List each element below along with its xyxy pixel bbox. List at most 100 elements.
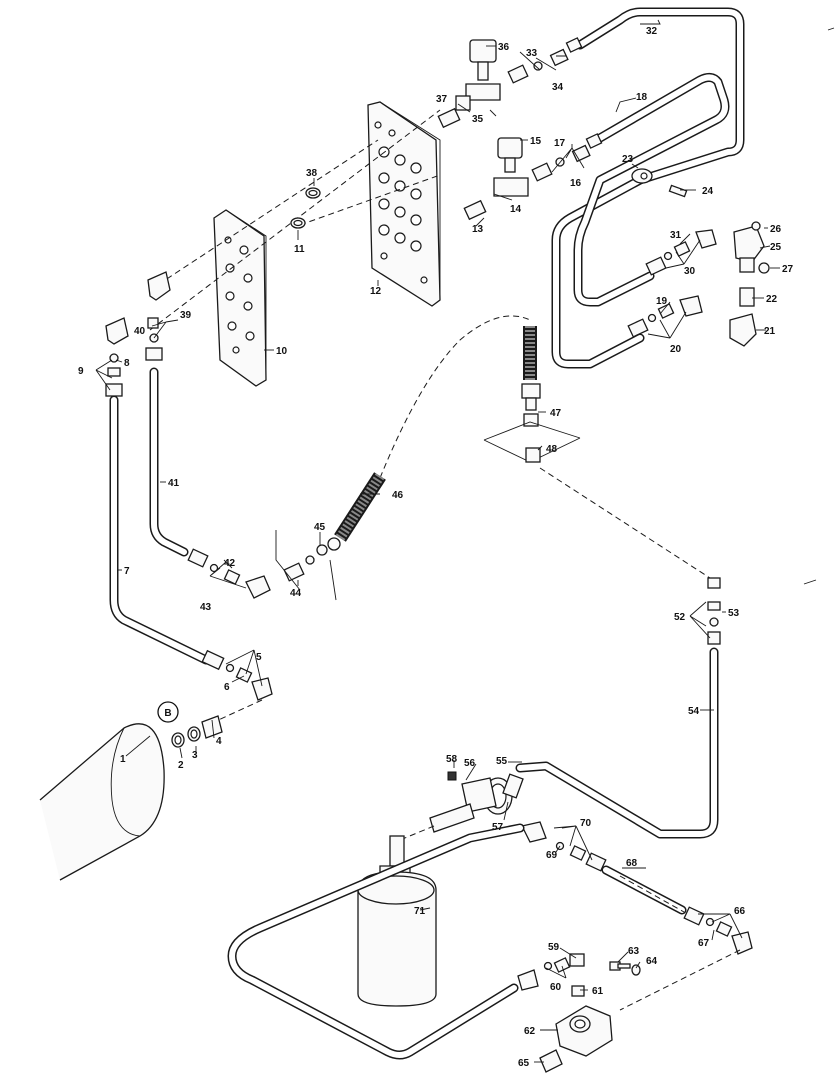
- label-30: 30: [684, 266, 696, 277]
- label-21: 21: [764, 326, 776, 337]
- fitting-37: [437, 107, 461, 129]
- tube-41: [149, 367, 189, 557]
- label-9: 9: [78, 366, 84, 377]
- label-32: 32: [646, 26, 658, 37]
- valve-25: [733, 221, 770, 274]
- label-3: 3: [192, 750, 198, 761]
- label-61: 61: [592, 986, 604, 997]
- label-7: 7: [124, 566, 130, 577]
- screw-63-washer-64: [609, 961, 641, 976]
- tube-68: [601, 865, 687, 915]
- label-33: 33: [526, 48, 538, 59]
- label-54: 54: [688, 706, 700, 717]
- fittings-69-70: [521, 821, 607, 872]
- label-16: 16: [570, 178, 582, 189]
- label-27: 27: [782, 264, 794, 275]
- label-41: 41: [168, 478, 180, 489]
- label-67: 67: [698, 938, 710, 949]
- label-63: 63: [628, 946, 640, 957]
- callout-b-label: B: [164, 708, 171, 719]
- tube-lower-loop: [227, 823, 525, 1060]
- label-39: 39: [180, 310, 192, 321]
- label-15: 15: [530, 136, 542, 147]
- valve-15-tee-14: [463, 137, 529, 221]
- label-24: 24: [702, 186, 714, 197]
- label-6: 6: [224, 682, 230, 693]
- rod-57: [429, 803, 475, 833]
- label-65: 65: [518, 1058, 530, 1069]
- fittings-59-60-61: [517, 953, 585, 997]
- label-34: 34: [552, 82, 564, 93]
- tube-18: [573, 72, 730, 307]
- label-70: 70: [580, 818, 592, 829]
- fittings-5-6: [201, 649, 273, 701]
- label-68: 68: [626, 858, 638, 869]
- fittings-2-3-4: [171, 715, 223, 748]
- label-47: 47: [550, 408, 562, 419]
- label-69: 69: [546, 850, 558, 861]
- bracket-48: [483, 421, 581, 463]
- fittings-33-34: [507, 37, 583, 84]
- reservoir-tank-1: [39, 723, 165, 881]
- label-25: 25: [770, 242, 782, 253]
- label-36: 36: [498, 42, 510, 53]
- leader-lines: [95, 19, 780, 1063]
- label-40: 40: [134, 326, 146, 337]
- label-45: 45: [314, 522, 326, 533]
- mounting-plate-12: [367, 101, 441, 307]
- fittings-52-53: [707, 577, 721, 645]
- elbows-left: [105, 271, 171, 345]
- label-53: 53: [728, 608, 740, 619]
- label-17: 17: [554, 138, 566, 149]
- label-4: 4: [216, 736, 222, 747]
- label-43: 43: [200, 602, 212, 613]
- callout-b: B: [157, 701, 179, 723]
- label-57: 57: [492, 822, 504, 833]
- label-48: 48: [546, 444, 558, 455]
- label-59: 59: [548, 942, 560, 953]
- label-60: 60: [550, 982, 562, 993]
- label-35: 35: [472, 114, 484, 125]
- label-56: 56: [464, 758, 476, 769]
- tube-54: [515, 647, 719, 839]
- part-number-labels: 1 2 3 4 5 6 7 8 9 10 11 12 13 14 15 16 1…: [78, 26, 794, 1069]
- fittings-39-40: [145, 317, 163, 361]
- clamp-23-screw-24: [631, 168, 688, 198]
- hose-47: [521, 326, 541, 427]
- label-44: 44: [290, 588, 302, 599]
- fittings-30-31: [645, 229, 717, 276]
- label-10: 10: [276, 346, 288, 357]
- plug-65: [539, 1049, 563, 1073]
- fittings-16-17: [531, 133, 603, 182]
- label-19: 19: [656, 296, 668, 307]
- label-55: 55: [496, 756, 508, 767]
- label-71: 71: [414, 906, 426, 917]
- valve-36: [455, 39, 501, 111]
- fittings-66-67: [683, 906, 753, 955]
- label-11: 11: [294, 244, 305, 255]
- label-13: 13: [472, 224, 484, 235]
- label-64: 64: [646, 956, 658, 967]
- label-58: 58: [446, 754, 458, 765]
- label-38: 38: [306, 168, 318, 179]
- label-26: 26: [770, 224, 782, 235]
- label-62: 62: [524, 1026, 536, 1037]
- label-2: 2: [178, 760, 184, 771]
- fittings-42-43: [187, 548, 271, 599]
- elbow-21: [729, 313, 757, 347]
- label-20: 20: [670, 344, 682, 355]
- label-5: 5: [256, 652, 262, 663]
- tube-7: [109, 395, 211, 665]
- fittings-8-9: [105, 353, 123, 397]
- label-23: 23: [622, 154, 634, 165]
- label-66: 66: [734, 906, 746, 917]
- label-12: 12: [370, 286, 382, 297]
- hose-46: [316, 472, 386, 556]
- label-52: 52: [674, 612, 686, 623]
- label-22: 22: [766, 294, 778, 305]
- tube-32: [551, 7, 745, 369]
- fittings-44-45: [275, 530, 337, 601]
- mounting-plate-10: [213, 209, 267, 387]
